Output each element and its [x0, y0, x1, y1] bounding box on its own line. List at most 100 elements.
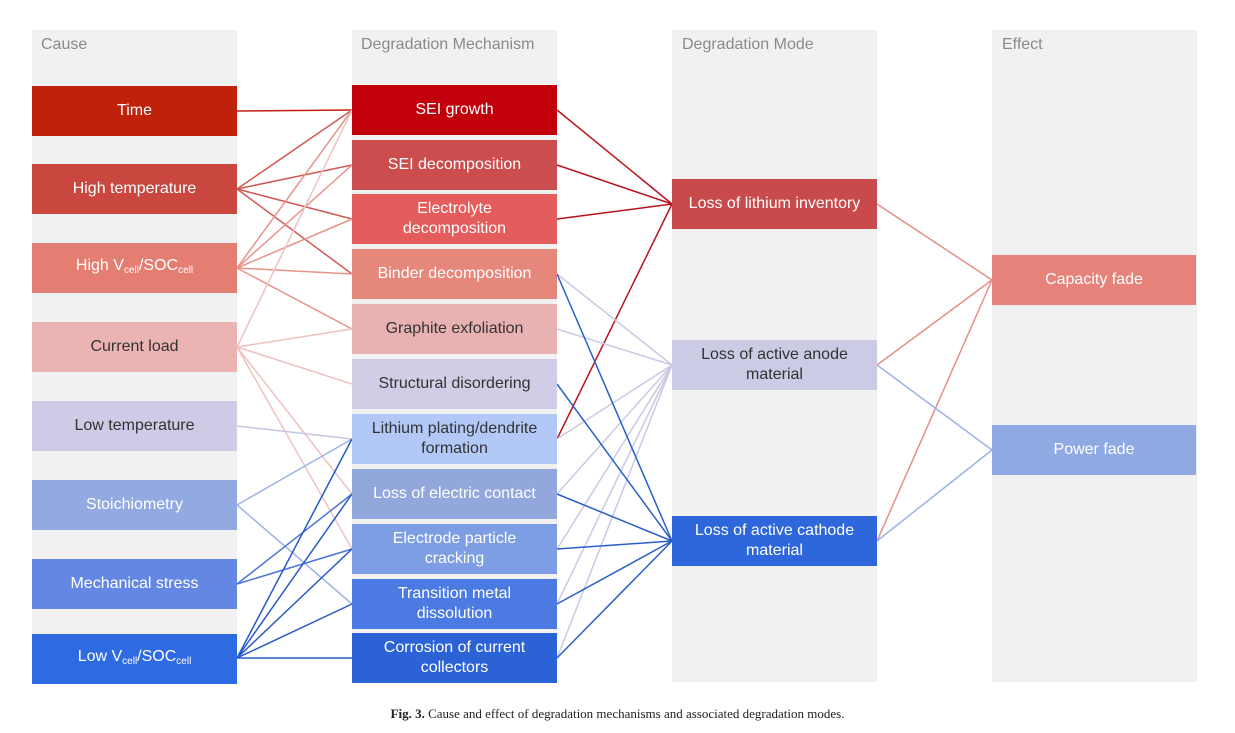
mechanism-electrolyte-decomposition: Electrolyte decomposition: [352, 194, 557, 244]
link-electrolyte-lli: [556, 203, 673, 220]
cause-high-temperature-label: High temperature: [72, 180, 197, 197]
link-highv-binder: [236, 267, 353, 275]
link-anode-capacity: [876, 279, 993, 366]
cause-time: Time: [32, 86, 237, 136]
link-plating-anode: [556, 364, 673, 440]
mechanism-loss-of-electric-contact-label: Loss of electric contact: [373, 485, 536, 502]
mode-loss-of-lithium-inventory: Loss of lithium inventory: [672, 179, 877, 229]
link-cathode-capacity: [876, 279, 993, 542]
cause-high-voltage-soc: High Vcell/SOCcell: [32, 243, 237, 293]
link-mech-contact: [236, 493, 353, 585]
link-current-structural: [236, 346, 353, 385]
mechanism-sei-decomposition-label: SEI decomposition: [387, 156, 522, 173]
link-binder-anode: [556, 273, 673, 366]
mode-loss-of-lithium-inventory-label: Loss of lithium inventory: [688, 195, 861, 212]
link-hightemp-binder: [236, 188, 353, 275]
link-tm-anode: [556, 364, 673, 605]
link-lowv-contact: [236, 493, 353, 659]
effect-column: [992, 30, 1197, 682]
link-current-graphite: [236, 328, 353, 348]
low-soc-subscript: cell: [176, 655, 192, 667]
mechanism-structural-disordering: Structural disordering: [352, 359, 557, 409]
cause-low-voltage-soc: Low Vcell/SOCcell: [32, 634, 237, 684]
link-hightemp-electrolyte: [236, 188, 353, 220]
link-corrosion-anode: [556, 364, 673, 659]
mechanism-transition-metal-dissolution: Transition metal dissolution: [352, 579, 557, 629]
link-anode-power: [876, 364, 993, 451]
cause-current-load: Current load: [32, 322, 237, 372]
effect-power-fade-label: Power fade: [1053, 441, 1135, 458]
link-lli-capacity: [876, 203, 993, 281]
cause-mechanical-stress-label: Mechanical stress: [70, 575, 199, 592]
link-stoich-plating: [236, 438, 353, 506]
link-current-contact: [236, 346, 353, 495]
mode-loss-of-active-cathode-label: Loss of active cathode material: [694, 522, 855, 559]
effect-power-fade: Power fade: [992, 425, 1196, 475]
mechanism-electrolyte-decomposition-label: Electrolyte decomposition: [402, 200, 507, 237]
low-v-text: Low V: [77, 647, 123, 665]
link-highv-sei-decomp: [236, 164, 353, 269]
link-crack-cathode: [556, 540, 673, 550]
cause-stoichiometry: Stoichiometry: [32, 480, 237, 530]
link-highv-sei-growth: [236, 109, 353, 269]
link-contact-cathode: [556, 493, 673, 542]
mechanism-corrosion-current-collectors-label: Corrosion of current collectors: [383, 639, 526, 676]
link-tm-cathode: [556, 540, 673, 605]
mechanism-sei-growth: SEI growth: [352, 85, 557, 135]
effect-column-title: Effect: [1002, 36, 1043, 53]
figure-caption: Fig. 3. Cause and effect of degradation …: [0, 706, 1235, 722]
mechanism-lithium-plating: Lithium plating/dendrite formation: [352, 414, 557, 464]
link-highv-electrolyte: [236, 218, 353, 269]
cause-low-voltage-soc-label: Low Vcell/SOCcell: [78, 647, 192, 672]
link-cathode-power: [876, 449, 993, 542]
mode-loss-of-active-anode-label: Loss of active anode material: [701, 346, 848, 383]
low-soc-text: /SOC: [137, 647, 177, 665]
link-lowtemp-plating: [236, 425, 353, 440]
mechanism-binder-decomposition-label: Binder decomposition: [377, 265, 532, 282]
mode-column-title: Degradation Mode: [682, 36, 814, 53]
link-lowv-plating: [236, 438, 353, 659]
link-hightemp-sei-decomp: [236, 164, 353, 190]
link-sei-decomp-lli: [556, 164, 673, 205]
link-lowv-crack: [236, 548, 353, 659]
link-sei-growth-lli: [556, 109, 673, 205]
cause-low-temperature-label: Low temperature: [74, 417, 195, 434]
cause-stoichiometry-label: Stoichiometry: [86, 496, 183, 513]
link-current-crack: [236, 346, 353, 550]
link-time-sei-growth: [236, 109, 353, 112]
link-graphite-anode: [556, 328, 673, 366]
high-soc-subscript: cell: [178, 264, 194, 276]
high-v-subscript: cell: [123, 264, 139, 276]
mechanism-sei-growth-label: SEI growth: [415, 101, 494, 118]
mechanism-binder-decomposition: Binder decomposition: [352, 249, 557, 299]
link-plating-lli: [556, 203, 673, 440]
link-lowv-tm: [236, 603, 353, 659]
mode-loss-of-active-cathode: Loss of active cathode material: [672, 516, 877, 566]
figure-caption-text: Cause and effect of degradation mechanis…: [424, 706, 845, 721]
link-crack-anode: [556, 364, 673, 550]
high-v-text: High V: [75, 256, 124, 274]
link-stoich-tm: [236, 504, 353, 605]
link-current-sei-growth: [236, 109, 353, 348]
effect-capacity-fade: Capacity fade: [992, 255, 1196, 305]
mode-loss-of-active-anode: Loss of active anode material: [672, 340, 877, 390]
cause-time-label: Time: [117, 102, 152, 119]
link-contact-anode: [556, 364, 673, 495]
link-binder-cathode: [556, 273, 673, 542]
low-v-subscript: cell: [122, 655, 138, 667]
link-highv-graphite: [236, 267, 353, 330]
mechanism-transition-metal-dissolution-label: Transition metal dissolution: [397, 585, 512, 622]
mechanism-graphite-exfoliation: Graphite exfoliation: [352, 304, 557, 354]
mechanism-structural-disordering-label: Structural disordering: [378, 375, 531, 392]
cause-low-temperature: Low temperature: [32, 401, 237, 451]
cause-mechanical-stress: Mechanical stress: [32, 559, 237, 609]
link-hightemp-sei-growth: [236, 109, 353, 190]
cause-high-temperature: High temperature: [32, 164, 237, 214]
link-corrosion-cathode: [556, 540, 673, 659]
mechanism-sei-decomposition: SEI decomposition: [352, 140, 557, 190]
mechanism-loss-of-electric-contact: Loss of electric contact: [352, 469, 557, 519]
mechanism-particle-cracking-label: Electrode particle cracking: [392, 530, 517, 567]
link-mech-crack: [236, 548, 353, 585]
mechanism-particle-cracking: Electrode particle cracking: [352, 524, 557, 574]
